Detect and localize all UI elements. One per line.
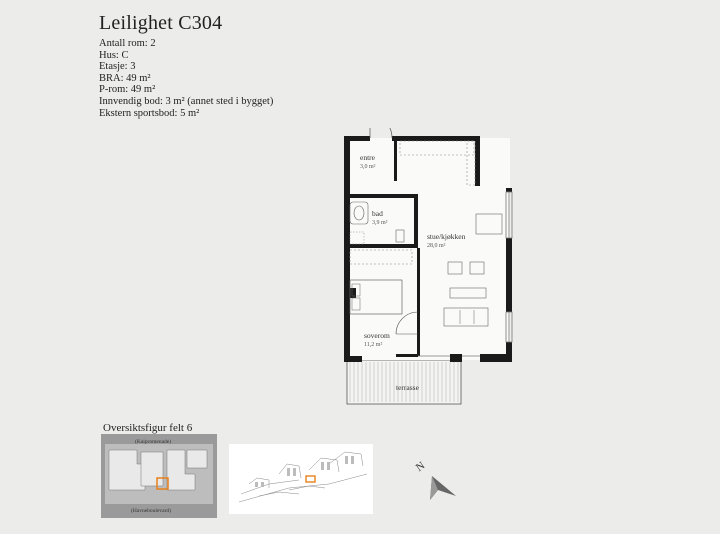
room-stue-area: 28,0 m² xyxy=(427,243,446,249)
north-label: N xyxy=(414,460,427,474)
site-map: (Kaipromenade) (Havneboulevard) xyxy=(101,434,217,518)
spec-house: Hus: C xyxy=(99,49,129,61)
spec-internal-storage: Innvendig bod: 3 m² (annet sted i bygget… xyxy=(99,95,274,107)
road-top-label: (Kaipromenade) xyxy=(135,438,171,445)
spec-bra: BRA: 49 m² xyxy=(99,72,151,84)
walls xyxy=(344,136,512,362)
site-map-label: Oversiktsfigur felt 6 xyxy=(103,422,193,434)
room-soverom-name: soverom xyxy=(364,331,390,340)
room-stue-name: stue/kjøkken xyxy=(427,232,466,241)
north-arrow-icon: N xyxy=(414,460,456,500)
apartment-title: Leilighet C304 xyxy=(99,12,223,34)
road-bottom-label: (Havneboulevard) xyxy=(131,507,171,514)
spec-prom: P-rom: 49 m² xyxy=(99,84,156,96)
spec-rooms: Antall rom: 2 xyxy=(99,38,156,49)
room-bad-area: 3,9 m² xyxy=(372,220,388,226)
room-entre-name: entre xyxy=(360,153,376,162)
aerial-view xyxy=(229,444,373,514)
room-bad-name: bad xyxy=(372,209,383,218)
room-soverom-area: 11,2 m² xyxy=(364,342,382,348)
terrace xyxy=(346,359,462,405)
room-entre-area: 3,0 m² xyxy=(360,164,376,170)
spec-floor: Etasje: 3 xyxy=(99,61,136,73)
site-highlight xyxy=(156,477,169,490)
room-terrasse-name: terrasse xyxy=(396,383,420,392)
aerial-highlight xyxy=(305,475,316,483)
spec-list: Antall rom: 2 Hus: C Etasje: 3 BRA: 49 m… xyxy=(99,38,273,119)
spec-external-storage: Ekstern sportsbod: 5 m² xyxy=(99,107,200,119)
floor-plan: entre 3,0 m² bad 3,9 m² stue/kjøkken 28,… xyxy=(344,128,513,405)
